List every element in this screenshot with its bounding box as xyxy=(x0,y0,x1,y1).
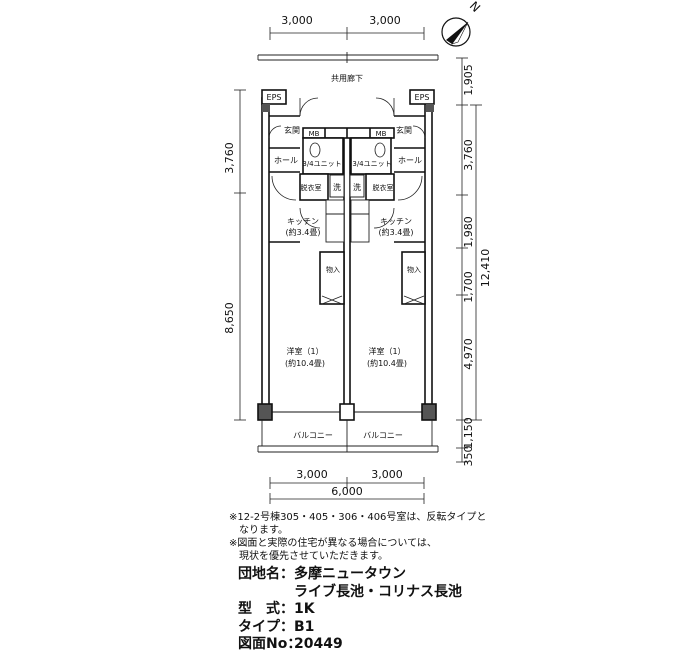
toilet-icon xyxy=(309,142,386,158)
compass-north-label: N xyxy=(467,0,483,15)
complex-label: 団地名： xyxy=(238,566,294,582)
corner-posts xyxy=(262,104,434,112)
balcony-right-label: バルコニー xyxy=(363,431,403,440)
subtype-label: タイプ： xyxy=(238,618,294,635)
balcony-railing xyxy=(257,420,439,453)
dim-right-5: 4,970 xyxy=(462,338,475,370)
note-line: なります。 xyxy=(229,525,288,536)
type-row: 型 式：1K xyxy=(238,601,462,619)
western-right-size: (約10.4畳) xyxy=(367,358,407,368)
dim-right-1: 1,905 xyxy=(462,64,475,96)
storage-right-label: 物入 xyxy=(407,265,421,274)
complex-row: 団地名：多摩ニュータウン xyxy=(238,566,462,584)
dim-top-2: 3,000 xyxy=(369,14,401,27)
subtype-value: B1 xyxy=(294,618,315,635)
right-dimension-lines xyxy=(456,57,482,463)
entrance-left-label: 玄関 xyxy=(284,125,300,135)
entrance-right-label: 玄関 xyxy=(396,125,412,135)
north-compass-icon xyxy=(441,17,471,47)
dim-bottom-2: 3,000 xyxy=(371,468,403,481)
dressing-right-label: 脱衣室 xyxy=(373,183,394,192)
wash-right-label: 洗 xyxy=(353,182,361,192)
bath-left-label: 3/4ユニット xyxy=(302,160,341,168)
dim-bottom-total: 6,000 xyxy=(331,485,363,498)
note-line: ※図面と実際の住宅が異なる場合については、 xyxy=(229,538,437,549)
type-label: 型 式： xyxy=(238,601,294,617)
mb-right-label: MB xyxy=(376,130,387,138)
kitchen-left-label: キッチン xyxy=(287,217,319,226)
kitchen-right-size: (約3.4畳) xyxy=(379,227,414,237)
western-left-label: 洋室（1） xyxy=(286,346,323,356)
top-dimension-line xyxy=(269,27,425,40)
dim-right-6: 1,150 xyxy=(462,417,475,449)
dim-right-7: 350 xyxy=(462,446,475,467)
closet-shelf-icons xyxy=(321,295,425,305)
note-line: 現状を優先させていただきます。 xyxy=(229,551,388,562)
kitchen-counters xyxy=(325,199,370,243)
mb-left-label: MB xyxy=(309,130,320,138)
drawing-value: 20449 xyxy=(294,636,343,652)
note-line: ※12-2号棟305・405・306・406号室は、反転タイプと xyxy=(229,512,487,523)
balcony-left-label: バルコニー xyxy=(293,431,333,440)
dim-right-2: 3,760 xyxy=(462,139,475,171)
bottom-dimension-lines xyxy=(269,477,425,504)
dim-top-1: 3,000 xyxy=(281,14,313,27)
dim-right-3: 1,980 xyxy=(462,216,475,248)
complex-name: 多摩ニュータウン xyxy=(294,566,406,582)
corridor-railing xyxy=(257,52,439,63)
hall-left-label: ホール xyxy=(274,156,298,165)
wash-left-label: 洗 xyxy=(333,182,341,192)
complex-row-2: ライブ長池・コリナス長池 xyxy=(238,584,462,602)
dressing-left-label: 脱衣室 xyxy=(301,183,322,192)
property-info: 団地名：多摩ニュータウン ライブ長池・コリナス長池 型 式：1K タイプ：B1 … xyxy=(238,566,462,654)
corridor-label: 共用廊下 xyxy=(331,73,363,83)
kitchen-right-label: キッチン xyxy=(380,217,412,226)
left-dimension-line xyxy=(234,89,246,421)
dim-right-total: 12,410 xyxy=(479,249,492,288)
floor-plan: 3,000 3,000 3,000 3,000 6,000 N 3,760 8,… xyxy=(223,0,492,504)
subtype-row: タイプ：B1 xyxy=(238,619,462,637)
type-value: 1K xyxy=(294,601,315,617)
drawing-label: 図面No： xyxy=(238,636,302,652)
storage-left-label: 物入 xyxy=(326,265,340,274)
washing-machine-icon xyxy=(329,174,365,198)
dim-right-4: 1,700 xyxy=(462,271,475,303)
bath-right-label: 3/4ユニット xyxy=(352,160,391,168)
western-left-size: (約10.4畳) xyxy=(285,358,325,368)
eps-left-label: EPS xyxy=(267,93,282,102)
western-right-label: 洋室（1） xyxy=(368,346,405,356)
door-swings xyxy=(268,97,426,229)
kitchen-left-size: (約3.4畳) xyxy=(286,227,321,237)
dim-left-2: 8,650 xyxy=(223,302,236,334)
hall-right-label: ホール xyxy=(398,156,422,165)
dim-left-1: 3,760 xyxy=(223,142,236,174)
unit-walls xyxy=(257,89,437,421)
complex-name-2: ライブ長池・コリナス長池 xyxy=(294,583,462,600)
eps-right-label: EPS xyxy=(415,93,430,102)
drawing-row: 図面No：20449 xyxy=(238,636,462,654)
notes-block: ※12-2号棟305・405・306・406号室は、反転タイプと なります。 ※… xyxy=(229,511,489,563)
dim-bottom-1: 3,000 xyxy=(296,468,328,481)
